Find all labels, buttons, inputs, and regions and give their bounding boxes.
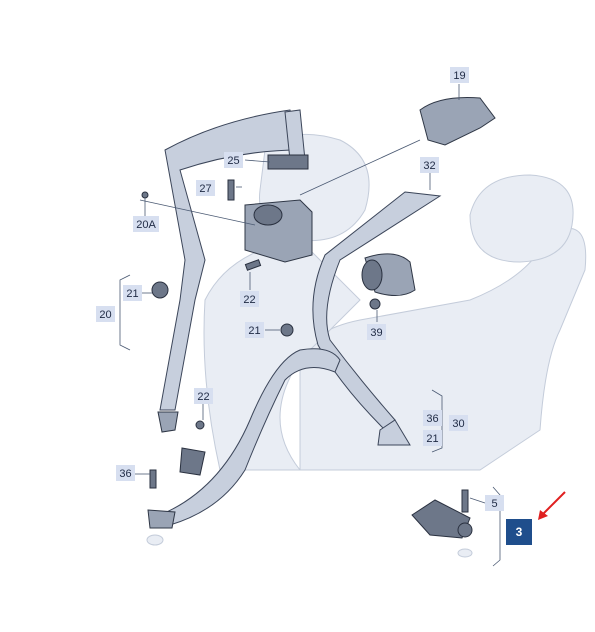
callout-22-lower: 22	[194, 388, 213, 404]
left-anchor-plate	[151, 281, 205, 433]
callout-label: 3	[516, 525, 523, 539]
callout-20: 20	[96, 306, 115, 322]
belt-buckle-left	[146, 447, 206, 546]
left-belt-strap	[159, 109, 301, 411]
callout-label: 5	[491, 498, 497, 510]
callout-19: 19	[450, 67, 469, 83]
callout-3-highlighted[interactable]: 3	[506, 519, 532, 545]
center-belt-retractor	[244, 109, 313, 263]
callout-27: 27	[196, 180, 215, 196]
callout-21-upper-left: 21	[123, 285, 142, 301]
callout-label: 19	[453, 70, 465, 82]
callout-label: 20	[99, 309, 111, 321]
callout-label: 21	[248, 325, 260, 337]
callout-36-right: 36	[423, 410, 442, 426]
callout-label: 20A	[136, 219, 156, 231]
right-belt-retractor	[361, 253, 416, 310]
callout-36-left: 36	[116, 465, 135, 481]
callout-5: 5	[485, 495, 504, 511]
callout-label: 25	[227, 155, 239, 167]
callout-label: 30	[452, 418, 464, 430]
lap-belt-strap	[159, 348, 341, 526]
callout-label: 22	[197, 391, 209, 403]
callout-label: 36	[119, 468, 131, 480]
callout-30: 30	[449, 415, 468, 431]
callout-label: 22	[243, 294, 255, 306]
red-pointer-arrow-icon	[538, 491, 566, 520]
callout-label: 21	[126, 288, 138, 300]
callout-label: 21	[426, 433, 438, 445]
callout-label: 27	[199, 183, 211, 195]
callout-label: 36	[426, 413, 438, 425]
right-belt-strap	[312, 191, 442, 446]
buckle-part-3	[411, 489, 473, 558]
bolts	[141, 179, 294, 489]
callout-label: 32	[423, 160, 435, 172]
callout-20A: 20A	[133, 216, 159, 232]
leader-lines	[119, 84, 501, 567]
callout-32: 32	[420, 157, 439, 173]
callout-label: 39	[370, 327, 382, 339]
callout-25: 25	[224, 152, 243, 168]
callout-39: 39	[367, 324, 386, 340]
headrest-cover-part	[419, 97, 496, 146]
callout-21-right: 21	[423, 430, 442, 446]
callout-21-center: 21	[245, 322, 264, 338]
callout-22-upper: 22	[240, 291, 259, 307]
